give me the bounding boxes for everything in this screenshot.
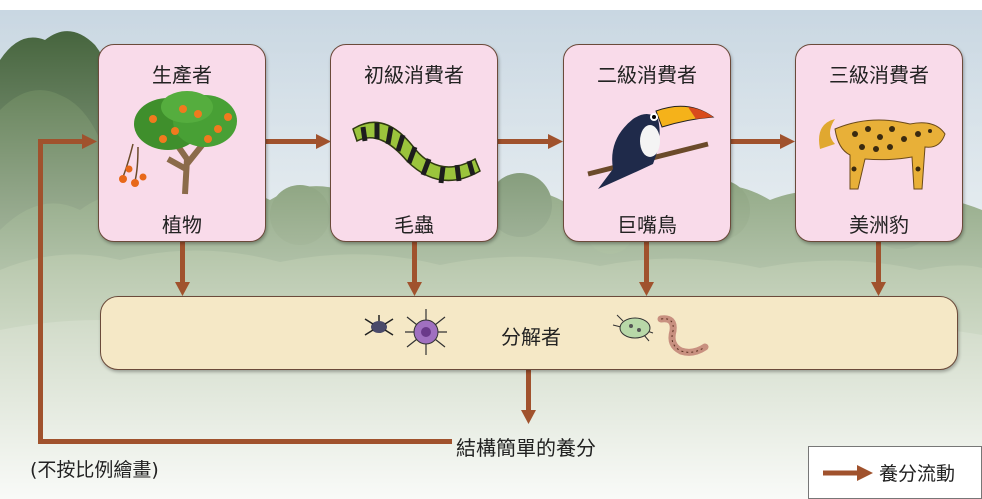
fungus-icon <box>405 309 447 355</box>
organism-label: 巨嘴鳥 <box>617 213 677 237</box>
organism-label: 毛蟲 <box>394 213 434 237</box>
jaguar-icon <box>819 119 946 190</box>
secondary-consumer-box: 二級消費者 巨嘴鳥 <box>563 44 731 242</box>
caterpillar-icon <box>352 121 481 184</box>
decomposer-label: 分解者 <box>501 325 561 349</box>
primary-consumer-box: 初級消費者 毛蟲 <box>330 44 498 242</box>
stage-title: 生產者 <box>152 63 212 87</box>
scale-note: (不按比例繪畫) <box>30 459 159 481</box>
nutrient-label: 結構簡單的養分 <box>456 436 596 460</box>
orange-tree-icon <box>119 91 237 195</box>
flow-arrows <box>38 134 886 444</box>
legend: 養分流動 <box>808 446 982 499</box>
legend-arrow-icon <box>823 465 873 481</box>
producer-box: 生產者 植物 <box>98 44 266 242</box>
mite-icon <box>364 315 394 336</box>
bacterium-icon <box>612 314 654 342</box>
organism-label: 植物 <box>162 213 202 237</box>
earthworm-icon <box>657 315 709 356</box>
toucan-icon <box>587 105 715 189</box>
decomposer-box: 分解者 <box>100 296 958 370</box>
stage-title: 三級消費者 <box>829 63 929 87</box>
stage-title: 初級消費者 <box>364 63 464 87</box>
organism-label: 美洲豹 <box>849 213 909 237</box>
legend-label: 養分流動 <box>879 463 956 485</box>
tertiary-consumer-box: 三級消費者 美洲豹 <box>795 44 963 242</box>
stage-title: 二級消費者 <box>597 63 697 87</box>
